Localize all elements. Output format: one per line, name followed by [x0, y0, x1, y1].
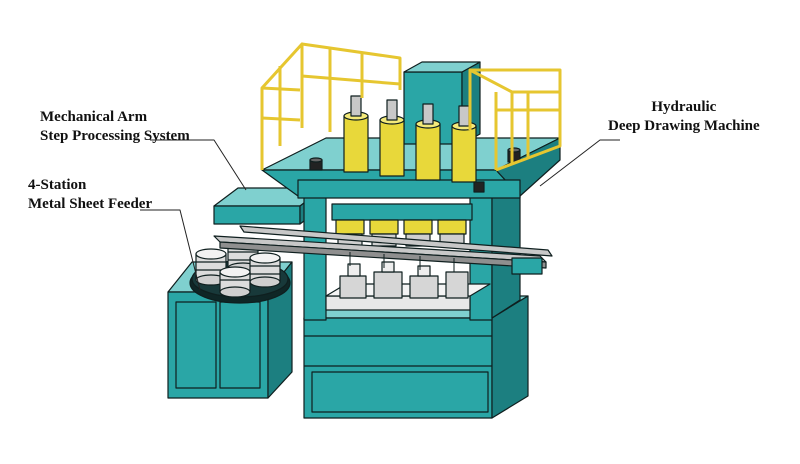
leader-lines: [140, 139, 620, 291]
label-mechanical-arm-line2: Step Processing System: [40, 128, 190, 144]
press-cylinder-3: [415, 103, 441, 181]
lower-dies: [339, 261, 469, 299]
transfer-fingers: [349, 252, 455, 272]
press-cylinder-1: [343, 95, 369, 173]
transfer-rails: [213, 225, 553, 275]
press-cylinder-2: [379, 99, 405, 177]
label-hydraulic-press-line2: Deep Drawing Machine: [608, 118, 760, 134]
label-sheet-feeder-line1: 4-Station: [28, 177, 87, 193]
label-hydraulic-press: Hydraulic Deep Drawing Machine: [608, 98, 760, 136]
label-sheet-feeder-line2: Metal Sheet Feeder: [28, 196, 153, 212]
sheet-stack-3: [249, 252, 281, 288]
safety-guardrail: [260, 42, 562, 172]
press-crown: [261, 137, 561, 199]
crown-accessories: [309, 147, 521, 193]
label-hydraulic-press-line1: Hydraulic: [651, 99, 717, 115]
label-sheet-feeder: 4-Station Metal Sheet Feeder: [28, 176, 152, 214]
label-mechanical-arm-line1: Mechanical Arm: [40, 109, 148, 125]
sheet-stack-4: [219, 266, 251, 298]
label-mechanical-arm: Mechanical Arm Step Processing System: [40, 108, 190, 146]
